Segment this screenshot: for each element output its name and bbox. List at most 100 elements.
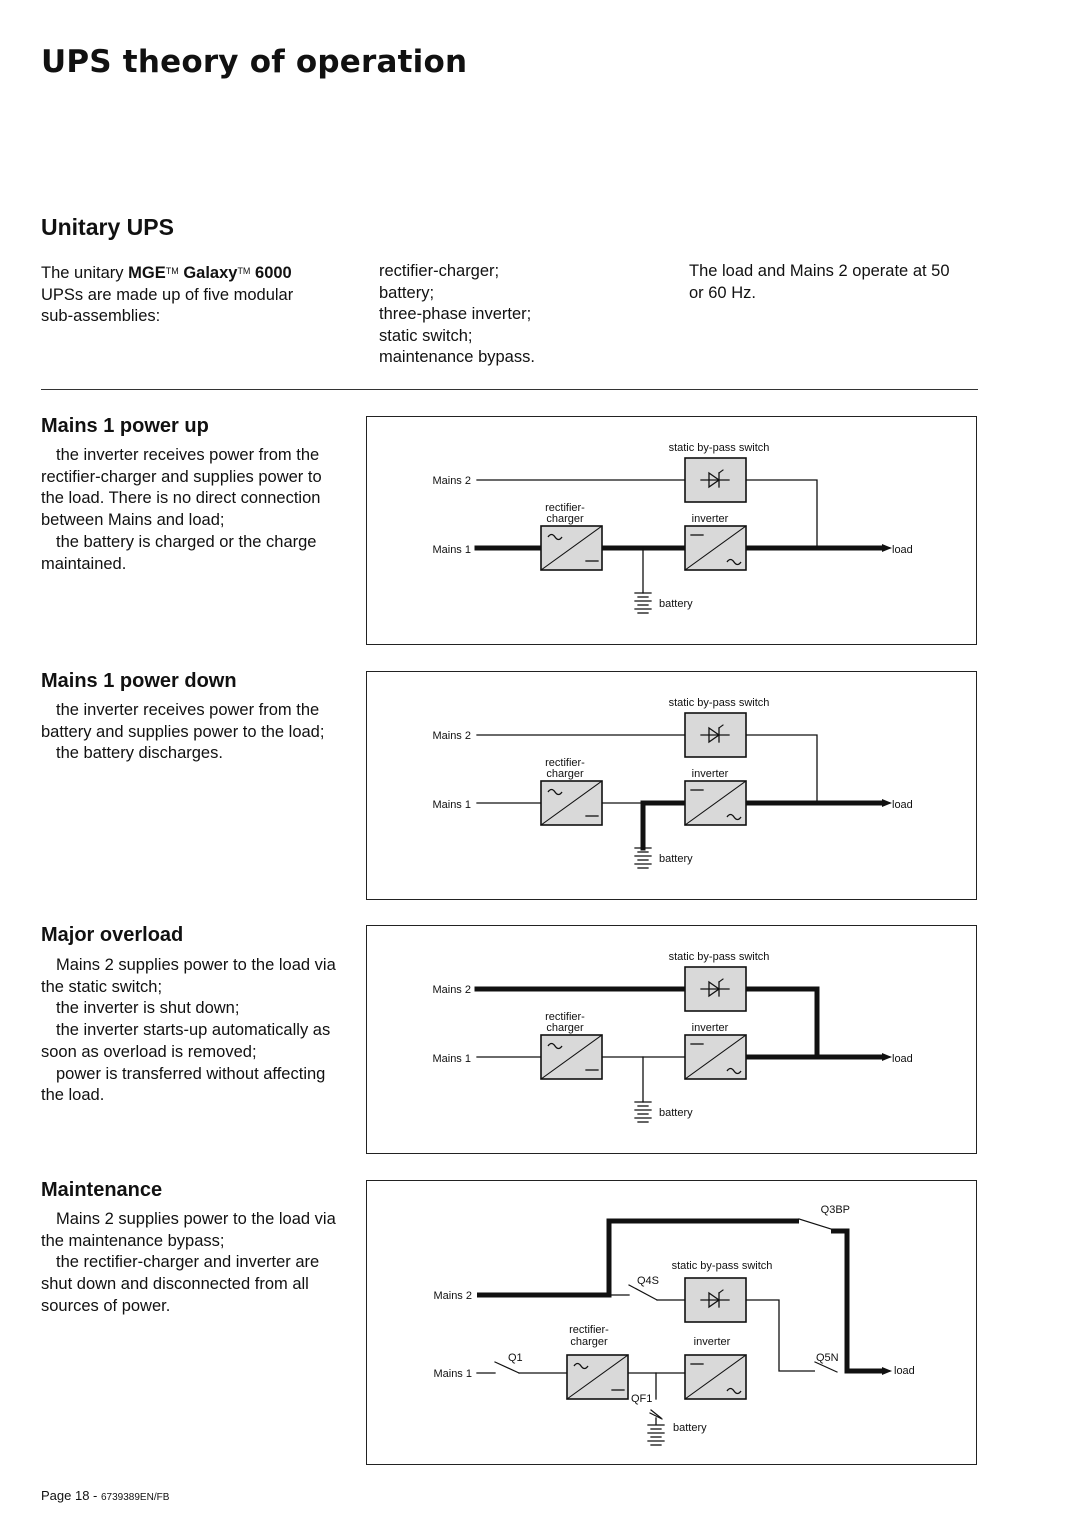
thyristor-gate [718, 978, 724, 983]
paragraph: the inverter receives power from the bat… [41, 701, 325, 741]
load-label: load [892, 1053, 913, 1065]
inverter-label: inverter [692, 1022, 729, 1034]
load-arrow [882, 1367, 892, 1375]
rectifier-label: charger [570, 1336, 608, 1348]
bypass-to-load-wire [831, 1228, 882, 1374]
rectifier-label: rectifier- [545, 502, 585, 514]
maintenance-bypass-wire [477, 1218, 799, 1298]
battery-label: battery [659, 1107, 693, 1119]
section-heading: Mains 1 power up [41, 415, 209, 437]
q5n-switch [814, 1361, 838, 1373]
ac-symbol [726, 558, 742, 566]
static-switch-label: static by-pass switch [672, 1260, 773, 1272]
rectifier-label: rectifier- [545, 757, 585, 769]
inverter-diagonal [684, 1354, 747, 1400]
q1-switch [494, 1361, 520, 1374]
mains1-label: Mains 1 [432, 799, 471, 811]
mains1-label: Mains 1 [433, 1368, 472, 1380]
static-switch-output-wire [746, 1299, 815, 1372]
section-heading: Major overload [41, 924, 184, 946]
divider [41, 389, 978, 390]
thyristor-arrow [708, 980, 721, 998]
paragraph: the battery is charged or the charge mai… [41, 532, 317, 573]
section-heading: Maintenance [41, 1179, 163, 1201]
load-label: load [892, 544, 913, 556]
section-heading: Mains 1 power down [41, 670, 237, 692]
ac-symbol [547, 1042, 563, 1050]
brand-mge: MGE [128, 264, 166, 282]
intro-column-1: The unitary MGETM GalaxyTM 6000 UPSs are… [41, 261, 293, 328]
ac-symbol [547, 788, 563, 796]
qf1-label: QF1 [631, 1393, 652, 1405]
q5n-label: Q5N [816, 1352, 839, 1364]
thyristor-gate [718, 724, 724, 729]
ac-symbol [573, 1362, 589, 1370]
section-body: the inverter receives power from the bat… [41, 700, 341, 765]
load-arrow [882, 544, 892, 552]
ac-symbol [726, 813, 742, 821]
battery-label: battery [659, 598, 693, 610]
intro-text: UPSs are made up of five modular [41, 285, 294, 304]
rectifier-label: charger [546, 513, 584, 525]
paragraph: the inverter receives power from the rec… [41, 446, 322, 530]
bypass-output-wire [746, 986, 820, 1054]
intro-text: The unitary [41, 264, 129, 282]
rectifier-charger-diagonal [540, 780, 603, 826]
inverter-label: inverter [694, 1336, 731, 1348]
thyristor-gate [718, 469, 724, 474]
component-item: three-phase inverter; [379, 305, 532, 324]
paragraph: Mains 2 supplies power to the load via t… [41, 1210, 336, 1250]
paragraph: the rectifier-charger and inverter are s… [41, 1253, 320, 1315]
footer: Page 18 - 6739389EN/FB [41, 1488, 169, 1503]
paragraph: the inverter starts-up automatically as … [41, 1021, 331, 1061]
component-item: battery; [379, 283, 435, 302]
rectifier-charger-diagonal [540, 1034, 603, 1080]
page-number: Page 18 - [41, 1488, 101, 1503]
load-arrow [882, 1053, 892, 1061]
thyristor-arrow [708, 471, 721, 489]
qf1-switch [649, 1412, 663, 1420]
inverter-label: inverter [692, 513, 729, 525]
inverter-diagonal [684, 525, 747, 571]
section-body: Mains 2 supplies power to the load via t… [41, 1209, 341, 1318]
q3bp-switch [798, 1218, 832, 1230]
component-item: rectifier-charger; [379, 262, 500, 280]
load-arrow [882, 799, 892, 807]
mains2-label: Mains 2 [432, 984, 471, 996]
thyristor-arrow [708, 1291, 721, 1309]
q3bp-label: Q3BP [821, 1204, 850, 1216]
static-switch-label: static by-pass switch [669, 697, 770, 709]
battery-label: battery [673, 1422, 707, 1434]
load-label: load [894, 1365, 915, 1377]
q4s-label: Q4S [637, 1275, 659, 1287]
mains1-label: Mains 1 [432, 544, 471, 556]
rectifier-label: charger [546, 768, 584, 780]
rectifier-label: rectifier- [545, 1011, 585, 1023]
section-body: the inverter receives power from the rec… [41, 445, 341, 575]
section-title: Unitary UPS [41, 214, 174, 240]
load-label: load [892, 799, 913, 811]
paragraph: Mains 2 supplies power to the load via t… [41, 956, 336, 996]
thyristor-gate [718, 1289, 724, 1294]
intro-text: or 60 Hz. [689, 283, 756, 302]
rectifier-label: charger [546, 1022, 584, 1034]
rectifier-charger-diagonal [566, 1354, 629, 1400]
rectifier-label: rectifier- [569, 1324, 609, 1336]
ac-symbol [726, 1067, 742, 1075]
bypass-output-wire [746, 734, 818, 803]
paragraph: the battery discharges. [56, 744, 223, 763]
thyristor-arrow [708, 726, 721, 744]
mains2-label: Mains 2 [432, 730, 471, 742]
section-body: Mains 2 supplies power to the load via t… [41, 955, 341, 1107]
intro-text: sub-assemblies: [41, 307, 161, 326]
mains1-label: Mains 1 [432, 1053, 471, 1065]
trademark: TM [237, 266, 251, 276]
intro-column-2: rectifier-charger; battery; three-phase … [379, 261, 535, 369]
